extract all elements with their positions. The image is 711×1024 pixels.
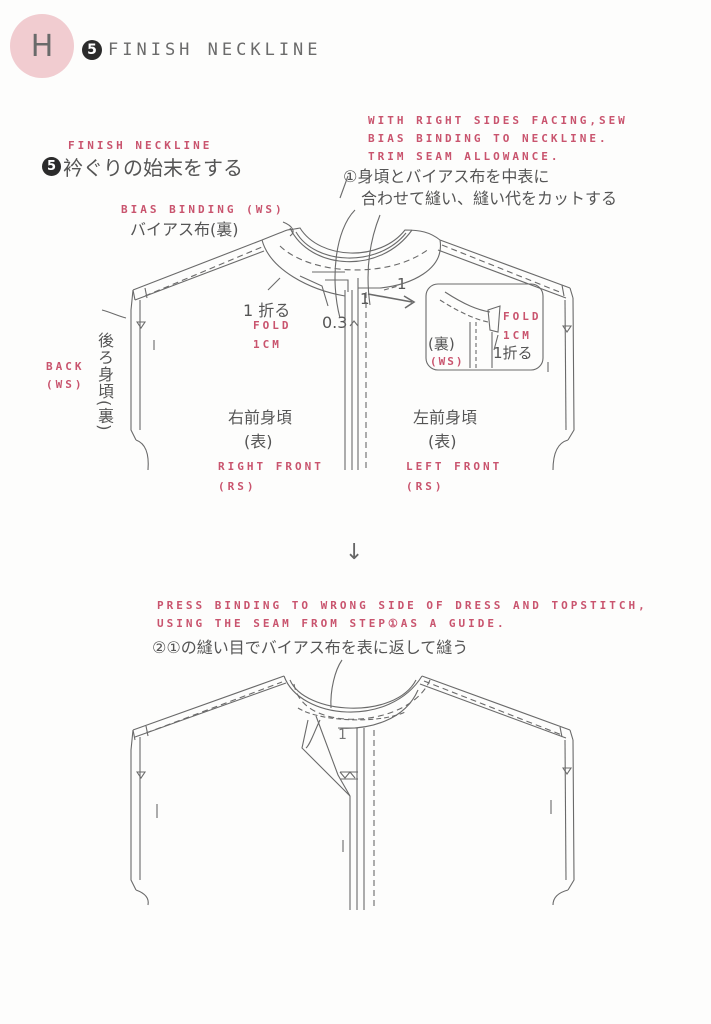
step1-instruction-jp: ①身頃とバイアス布を中表に 合わせて縫い、縫い代をカットする: [343, 166, 617, 210]
instruction-line: PRESS BINDING TO WRONG SIDE OF DRESS AND…: [157, 599, 648, 612]
step1-instruction-en: WITH RIGHT SIDES FACING,SEW BIAS BINDING…: [368, 112, 628, 166]
step1-number-badge: 5: [42, 157, 61, 176]
measure-1-left: 1: [360, 290, 370, 308]
measure-0-3: 0.3: [322, 313, 348, 332]
right-front-rs-label: (RS): [218, 480, 257, 493]
fold-en-label: FOLD: [253, 319, 292, 332]
bias-binding-en-label: BIAS BINDING (WS): [121, 203, 285, 216]
fold-jp-label: 1 折る: [243, 301, 291, 320]
section-letter: H: [30, 28, 54, 64]
inset-fold-en-label: FOLD: [503, 310, 542, 323]
step1-jp-title: 5 衿ぐりの始末をする: [42, 152, 243, 181]
step2-instruction-jp: ②①の縫い目でバイアス布を表に返して縫う: [152, 638, 469, 657]
step-number-badge: 5: [82, 40, 102, 60]
instruction-line: WITH RIGHT SIDES FACING,SEW: [368, 114, 628, 127]
diagram-step2: [130, 659, 575, 910]
down-arrow-icon: ↓: [345, 540, 364, 565]
back-ws-label: (WS): [46, 378, 85, 391]
inset-ws-jp-label: (裏): [428, 335, 455, 353]
left-front-rs-jp-label: (表): [428, 432, 457, 451]
inset-fold-cm-label: 1CM: [503, 329, 532, 342]
instruction-line: ①身頃とバイアス布を中表に: [343, 167, 550, 186]
back-jp-label: 後ろ身頃(裏): [95, 332, 114, 432]
back-en-label: BACK: [46, 360, 85, 373]
step2-measure-1: 1: [338, 727, 347, 743]
step2-instruction-en: PRESS BINDING TO WRONG SIDE OF DRESS AND…: [157, 597, 648, 633]
instruction-line: TRIM SEAM ALLOWANCE.: [368, 150, 561, 163]
left-front-rs-label: (RS): [406, 480, 445, 493]
left-front-jp-label: 左前身頃: [413, 408, 478, 427]
instruction-line: USING THE SEAM FROM STEP①AS A GUIDE.: [157, 617, 507, 630]
bias-binding-jp-label: バイアス布(裏): [130, 220, 239, 239]
left-front-en-label: LEFT FRONT: [406, 460, 503, 473]
right-front-rs-jp-label: (表): [244, 432, 273, 451]
right-front-jp-label: 右前身頃: [228, 408, 293, 427]
inset-ws-en-label: (WS): [430, 355, 465, 368]
page-title: 5 FINISH NECKLINE: [82, 40, 322, 60]
section-letter-badge: H: [10, 14, 74, 78]
instruction-line: 合わせて縫い、縫い代をカットする: [361, 189, 618, 208]
page-title-text: FINISH NECKLINE: [108, 40, 322, 60]
instruction-line: BIAS BINDING TO NECKLINE.: [368, 132, 609, 145]
step1-jp-title-text: 衿ぐりの始末をする: [63, 156, 243, 180]
right-front-en-label: RIGHT FRONT: [218, 460, 324, 473]
step1-en-title: FINISH NECKLINE: [68, 139, 213, 152]
diagram-step1: [101, 175, 575, 471]
inset-fold-jp-label: 1折る: [493, 344, 533, 362]
fold-cm-label: 1CM: [253, 338, 282, 351]
